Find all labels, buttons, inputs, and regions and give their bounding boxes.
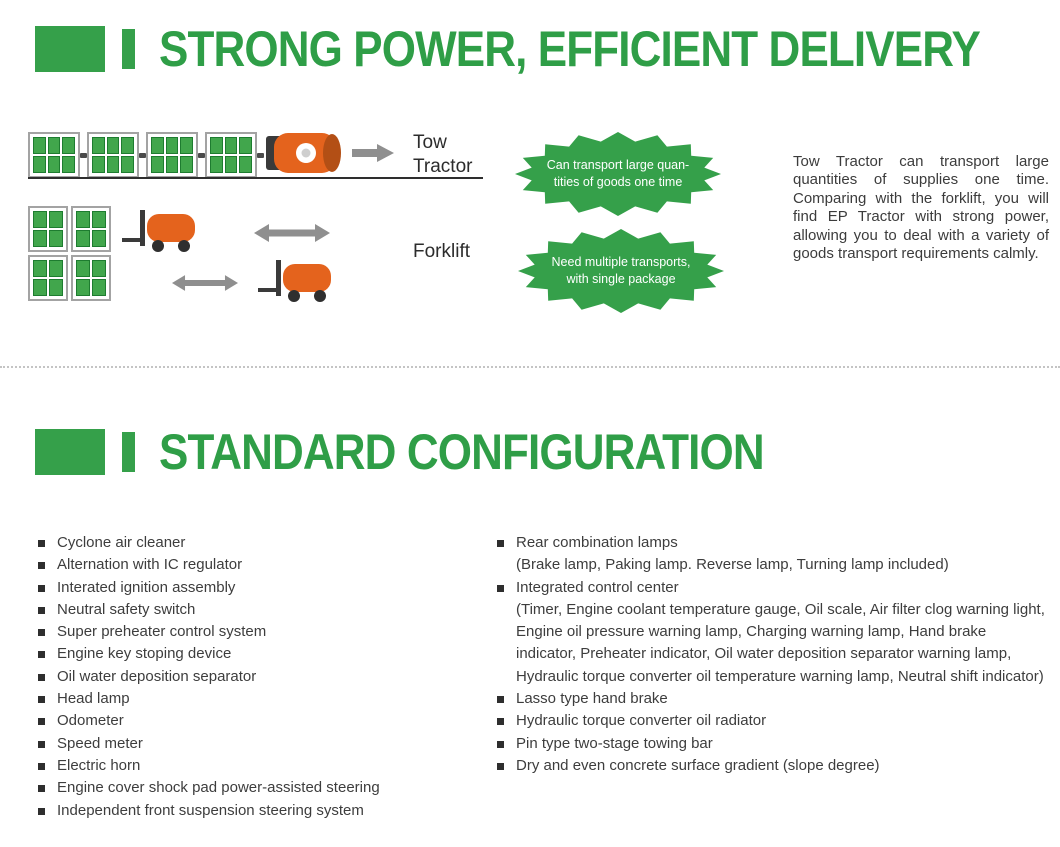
config-item-label: Dry and even concrete surface gradient (… — [516, 756, 880, 774]
coupler-dash-icon — [139, 153, 146, 158]
bullet-icon — [38, 562, 45, 570]
list-item: Pin type two-stage towing bar — [495, 733, 1045, 755]
list-item: Interated ignition assembly — [36, 577, 476, 599]
burst-shape-icon — [518, 229, 724, 313]
coupler-dash-icon — [257, 153, 264, 158]
config-item-label: Integrated control center — [516, 578, 679, 596]
list-item: Alternation with IC regulator — [36, 554, 476, 576]
config-item-label: Speed meter — [57, 734, 143, 752]
config-item-label: Lasso type hand brake — [516, 690, 668, 708]
bullet-icon — [38, 673, 45, 681]
section2-header: STANDARD CONFIGURATION — [35, 423, 846, 481]
list-item: Independent front suspension steering sy… — [36, 800, 476, 822]
section1-header: STRONG POWER, EFFICIENT DELIVERY — [35, 20, 1060, 78]
burst-badge-tow: Can transport large quan-tities of goods… — [513, 130, 723, 218]
forklift-icon — [122, 210, 195, 252]
bullet-icon — [38, 629, 45, 637]
bullet-icon — [38, 606, 45, 614]
burst-badge-forklift: Need multiple transports,with single pac… — [516, 227, 726, 315]
coupler-dash-icon — [80, 153, 87, 158]
ground-line — [28, 177, 483, 179]
bullet-icon — [497, 696, 504, 704]
bullet-icon — [38, 762, 45, 770]
bullet-icon — [38, 785, 45, 793]
config-item-label: Hydraulic torque converter oil radiator — [516, 712, 767, 730]
list-item: Lasso type hand brake — [495, 688, 1045, 710]
header-accent-block — [35, 26, 105, 72]
config-item-label: Engine cover shock pad power-assisted st… — [57, 779, 380, 797]
list-item: Odometer — [36, 710, 476, 732]
cargo-cart-icon — [146, 132, 198, 178]
config-item-label: Rear combination lamps — [516, 534, 678, 551]
tow-tractor-label: Tow Tractor — [413, 132, 473, 177]
config-list-left: Cyclone air cleaner Alternation with IC … — [36, 532, 476, 822]
coupler-dash-icon — [198, 153, 205, 158]
burst-shape-icon — [515, 132, 721, 216]
config-item-detail: (Brake lamp, Paking lamp. Reverse lamp, … — [516, 556, 949, 574]
burst-badge-text: Need multiple transports,with single pac… — [551, 255, 691, 286]
cargo-cart-icon — [71, 206, 111, 252]
bullet-icon — [38, 718, 45, 726]
config-item-label: Engine key stoping device — [57, 645, 232, 663]
bullet-icon — [38, 584, 45, 592]
cargo-cart-icon — [28, 132, 80, 178]
config-item-label: Head lamp — [57, 690, 130, 708]
cargo-cart-icon — [28, 206, 68, 252]
bullet-icon — [38, 540, 45, 547]
config-item-label: Interated ignition assembly — [57, 578, 236, 596]
list-item: Head lamp — [36, 688, 476, 710]
config-item-label: Neutral safety switch — [57, 600, 196, 618]
section2-title: STANDARD CONFIGURATION — [159, 424, 765, 480]
list-item: Neutral safety switch — [36, 599, 476, 621]
bullet-icon — [38, 651, 45, 659]
cargo-cart-icon — [205, 132, 257, 178]
config-item-detail: (Timer, Engine coolant temperature gauge… — [516, 600, 1045, 685]
list-item: Engine key stoping device — [36, 643, 476, 665]
tow-tractor-icon — [266, 133, 341, 173]
bullet-icon — [497, 540, 504, 547]
double-arrow-icon — [254, 224, 330, 242]
list-item: Oil water deposition separator — [36, 666, 476, 688]
double-arrow-icon — [172, 275, 238, 291]
cargo-cart-icon — [28, 255, 68, 301]
bullet-icon — [497, 762, 504, 770]
config-item-label: Electric horn — [57, 756, 141, 774]
cargo-cart-icon — [71, 255, 111, 301]
header-accent-block — [35, 429, 105, 475]
bullet-icon — [497, 718, 504, 726]
section1-title: STRONG POWER, EFFICIENT DELIVERY — [159, 21, 981, 77]
burst-badge-text: Can transport large quan-tities of goods… — [546, 158, 690, 189]
header-accent-bar — [122, 432, 135, 472]
config-item-label: Alternation with IC regulator — [57, 556, 243, 574]
dotted-divider — [0, 366, 1060, 368]
list-item: Super preheater control system — [36, 621, 476, 643]
cargo-cart-icon — [87, 132, 139, 178]
list-item: Hydraulic torque converter oil radiator — [495, 710, 1045, 732]
config-item-label: Super preheater control system — [57, 623, 267, 641]
config-item-label: Independent front suspension steering sy… — [57, 801, 364, 819]
header-accent-bar — [122, 29, 135, 69]
right-arrow-icon — [352, 144, 394, 162]
bullet-icon — [38, 740, 45, 748]
config-item-label: Odometer — [57, 712, 124, 730]
config-item-label: Oil water deposition separator — [57, 667, 257, 685]
list-item: Speed meter — [36, 733, 476, 755]
list-item: Cyclone air cleaner — [36, 532, 476, 554]
bullet-icon — [497, 740, 504, 748]
list-item: Electric horn — [36, 755, 476, 777]
config-list-right: Rear combination lamps (Brake lamp, Paki… — [495, 532, 1045, 777]
config-item-label: Cyclone air cleaner — [57, 534, 186, 551]
bullet-icon — [38, 807, 45, 815]
list-item: Dry and even concrete surface gradient (… — [495, 755, 1045, 777]
forklift-icon — [258, 260, 331, 302]
bullet-icon — [497, 584, 504, 592]
list-item: Rear combination lamps — [495, 532, 1045, 554]
forklift-label: Forklift — [413, 241, 470, 262]
description-paragraph: Tow Tractor can transport large quantiti… — [793, 153, 1049, 263]
bullet-icon — [38, 696, 45, 704]
config-item-label: Pin type two-stage towing bar — [516, 734, 713, 752]
list-item: Integrated control center — [495, 577, 1045, 599]
list-item: Engine cover shock pad power-assisted st… — [36, 777, 476, 799]
